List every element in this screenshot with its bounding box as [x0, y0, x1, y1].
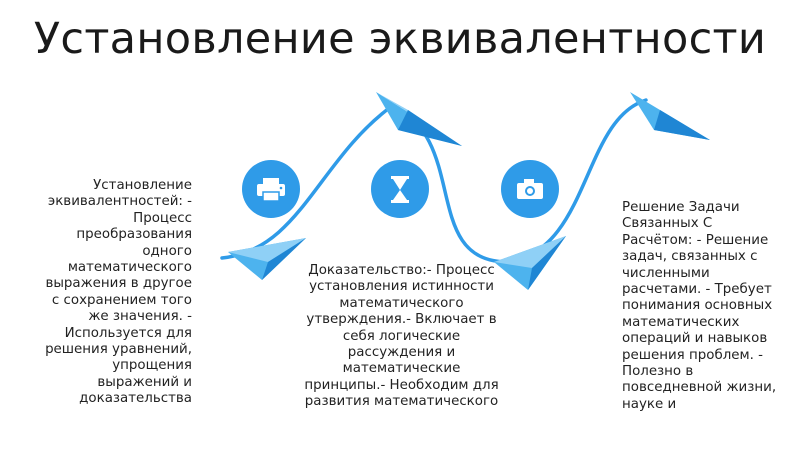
camera-icon [517, 179, 543, 199]
paper-plane-icon [630, 92, 710, 140]
paper-plane-icon [376, 92, 462, 146]
step-1-text: Установление эквивалентностей: - Процесс… [45, 178, 192, 407]
step-1-circle [242, 160, 300, 218]
step-2-circle [371, 160, 429, 218]
step-3-circle [501, 160, 559, 218]
printer-icon [257, 178, 285, 202]
step-2-text: Доказательство:- Процесс установления ис… [304, 263, 499, 410]
paper-plane-icon [494, 236, 566, 290]
hourglass-icon [391, 176, 409, 203]
paper-plane-icon [228, 238, 306, 280]
slide-title: Установление эквивалентности [33, 14, 767, 64]
step-3-text: Решение Задачи Связанных С Расчётом: - Р… [622, 200, 777, 412]
